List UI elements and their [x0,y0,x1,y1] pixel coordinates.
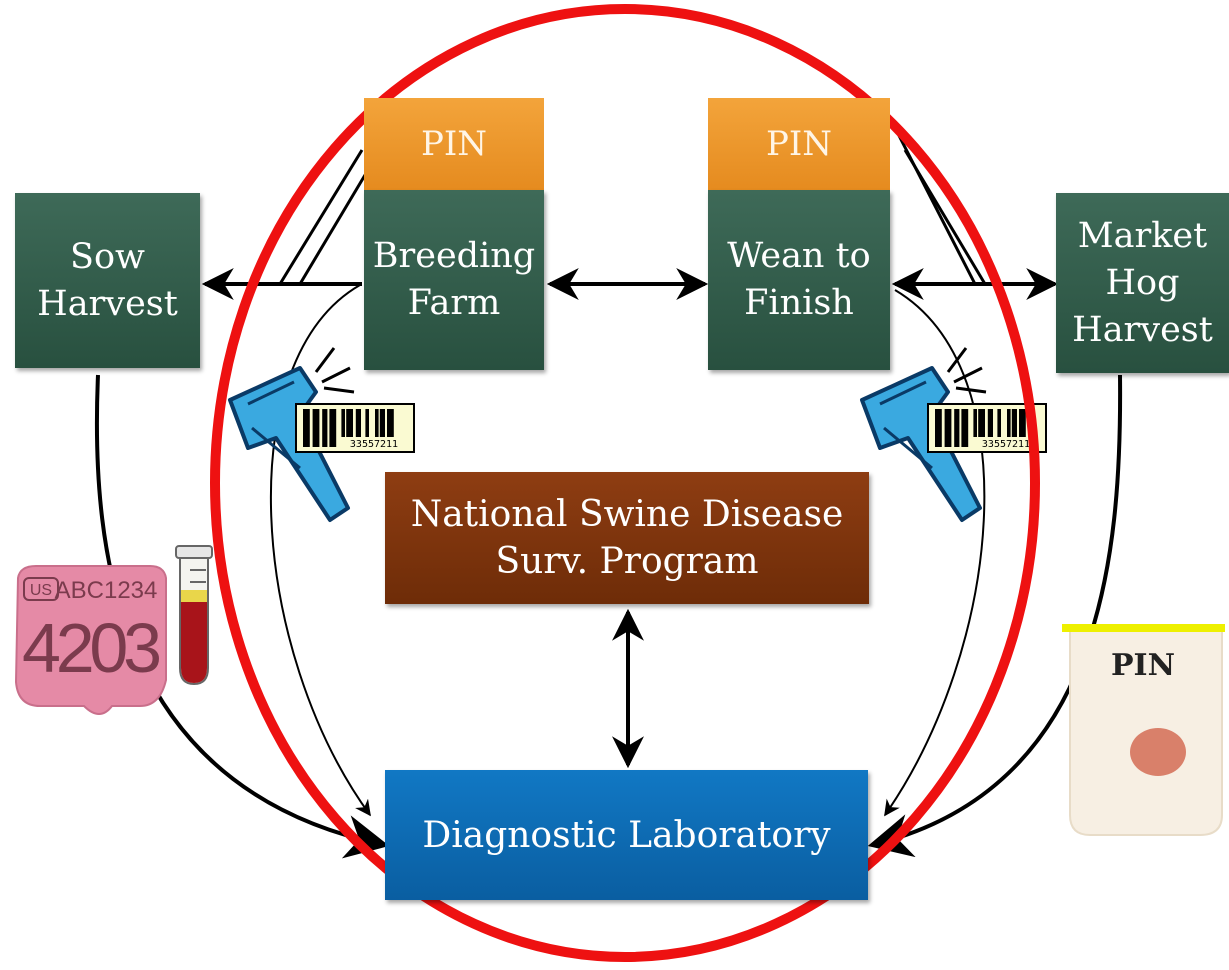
breeding-farm-node: Breeding Farm [364,190,544,370]
ear-tag-image: US ABC1234 4203 [14,565,167,715]
highlight-circle [210,4,1040,962]
sample-bag-image [1062,624,1225,836]
barcode-scanner-icon [860,347,987,522]
blood-sample-tube-icon [175,545,213,686]
barcode-label-icon: 33557211 [295,403,415,453]
svg-text:33557211: 33557211 [982,439,1030,450]
barcode-scanner-icon [228,347,355,522]
pin-label-breeding: PIN [364,98,544,190]
national-swine-disease-program-node: National Swine Disease Surv. Program [385,472,869,604]
svg-text:33557211: 33557211 [350,439,398,450]
ear-tag-code: ABC1234 [55,577,158,604]
ear-tag-country: US [30,582,52,599]
inner-curve-arrows [269,284,986,817]
ear-tag-number: 4203 [22,609,162,687]
diagnostic-laboratory-node: Diagnostic Laboratory [385,770,868,900]
wean-to-finish-node: Wean to Finish [708,190,890,370]
pin-label-wean: PIN [708,98,890,190]
sample-bag-label: PIN [1111,648,1175,683]
market-hog-harvest-node: Market Hog Harvest [1056,193,1229,373]
pin-link-lines [278,117,987,285]
sow-harvest-node: Sow Harvest [15,193,200,368]
